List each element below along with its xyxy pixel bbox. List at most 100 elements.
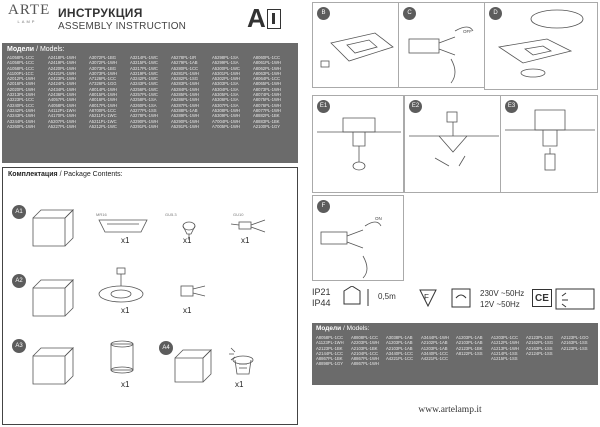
- model-number: A7005PL-1WH: [212, 123, 240, 129]
- right-panel: B C OFF D: [300, 0, 600, 427]
- quantity-round-frame: x1: [121, 306, 130, 315]
- model-number: A2419PL-1WH: [48, 60, 76, 66]
- fixture-symbol-icon: [267, 9, 281, 29]
- model-number: A8014PL-1WH: [89, 86, 117, 92]
- round-frame-icon: [98, 267, 144, 303]
- model-number: A8883PL-1BK: [253, 118, 280, 124]
- model-number: A8073PL-1WH: [253, 86, 281, 92]
- model-number: A5284PL-1WH: [171, 86, 199, 92]
- model-number: A8122PL-1SS: [456, 350, 483, 356]
- model-number: A2124PL-1SS: [526, 350, 553, 356]
- cylinder-frame-icon: [110, 340, 134, 374]
- model-number: A2102PL-1AB: [421, 340, 448, 346]
- model-number: A3242PL-1WH: [7, 107, 35, 113]
- model-number: A1058PL-1CC: [7, 60, 35, 66]
- step-e2-drawing: [409, 111, 499, 167]
- model-number: A4221PL-1CC: [421, 356, 449, 362]
- model-number: A8065PL-1WH: [253, 81, 281, 87]
- model-number: A7126PL-1CC: [89, 76, 117, 82]
- step-e1-frame: E1: [312, 95, 404, 193]
- model-number: A3256PL-1WC: [130, 86, 158, 92]
- model-number: A3277PL-1SS: [130, 107, 157, 113]
- title-english: ASSEMBLY INSTRUCTION: [58, 21, 187, 32]
- class-ii-mark: A: [247, 4, 283, 32]
- step-badge-a3: A3: [12, 339, 26, 353]
- model-number: A7004PL-1WH: [212, 118, 240, 124]
- wire-connector-icon: [230, 219, 266, 233]
- spring-clip-icon: [438, 135, 468, 153]
- model-number: A2103PL-1BK: [351, 345, 378, 351]
- model-number: A3214PL-1WC: [130, 55, 158, 60]
- model-number: A2103PL-1AB: [456, 340, 483, 346]
- model-number: A5302PL-1WH: [212, 76, 240, 82]
- model-number: A3073PL-1BG: [89, 65, 117, 71]
- model-number: A1212PL-1WH: [491, 340, 519, 346]
- model-number: A1214PL-1SS: [491, 350, 518, 356]
- square-plate-icon: [330, 32, 394, 62]
- box-icon: [32, 347, 74, 385]
- models-label-ru: Модели: [7, 46, 35, 53]
- model-number: A3440PL-1CC: [386, 350, 414, 356]
- model-number: A2104PL-1CC: [351, 350, 379, 356]
- model-number: A2418PL-1WH: [48, 55, 76, 60]
- model-number: A2123PL-1BK: [316, 345, 343, 351]
- model-number: A5300PL-1WC: [212, 65, 240, 71]
- model-number: A5278PL-1IR: [171, 55, 197, 60]
- model-number: A8867PL-1WH: [351, 361, 379, 367]
- lamp-ring-icon: [520, 68, 546, 78]
- model-number: A5305PL-1SA: [212, 92, 239, 98]
- model-number: A5211PL-1WC: [89, 118, 117, 124]
- model-number: A4221PL-1CC: [386, 356, 414, 362]
- kit-label-en: / Package Contents:: [59, 171, 123, 178]
- box-icon: [32, 209, 74, 247]
- model-number: A3440PL-1CC: [421, 350, 449, 356]
- step-label-f: F: [317, 200, 330, 213]
- model-number: A1215PL-1SS: [491, 356, 518, 362]
- crystal-lamp-icon: [229, 347, 254, 375]
- model-number: A3038PL-1AB: [386, 335, 413, 340]
- model-number: A1203PL-1CC: [491, 335, 519, 340]
- model-number: A8016PL-1WH: [89, 97, 117, 103]
- box-icon: [174, 349, 212, 383]
- model-number: A8017PL-1WH: [89, 102, 117, 108]
- model-number: A5306PL-1SA: [212, 97, 239, 103]
- model-number: A5290PL-1WH: [171, 118, 199, 124]
- model-number: A3223PL-1CC: [7, 97, 35, 103]
- lamp-spec-icon: [555, 288, 595, 310]
- model-number: A5281PL-1WH: [171, 70, 199, 76]
- model-number: A5207PL-1WH: [48, 118, 76, 124]
- quantity-crystal-lamp: x1: [235, 380, 244, 389]
- model-number: A8015PL-1WH: [89, 92, 117, 98]
- model-number: A3260PL-1WH: [7, 123, 35, 129]
- brand-logo: ARTE LAMP: [8, 2, 49, 24]
- model-number: A3240PL-1CC: [7, 102, 35, 108]
- step-label-e3: E3: [505, 100, 518, 113]
- model-number: A2423PL-1WH: [48, 76, 76, 82]
- model-number: A5289PL-1WH: [171, 113, 199, 119]
- model-number: A3444PL-1WH: [421, 335, 449, 340]
- step-label-d: D: [489, 7, 502, 20]
- model-number: A5227PL-1WH: [48, 123, 76, 129]
- class-letter-icon: A: [247, 3, 266, 33]
- step-c-drawing: [408, 26, 474, 84]
- ip-rating: IP21 IP44: [312, 287, 331, 309]
- model-number: A8700PL-1CC: [89, 107, 117, 113]
- model-number: A2162PL-1SG: [526, 340, 554, 346]
- part-label-mr16: MR16: [96, 212, 107, 217]
- model-number: A4057PL-1WH: [48, 97, 76, 103]
- package-contents-drawings: [32, 209, 266, 385]
- title-russian: ИНСТРУКЦИЯ: [58, 6, 143, 20]
- website-link[interactable]: www.artelamp.it: [418, 405, 482, 415]
